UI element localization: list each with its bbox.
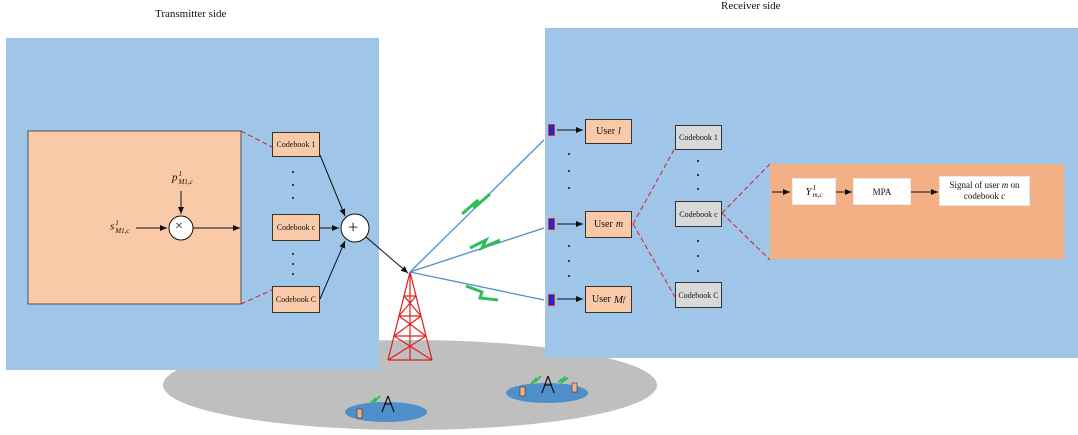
ellipsis-dot [292,263,294,265]
transmitter-title: Transmitter side [155,8,227,20]
user-device-icon [548,218,555,230]
multiply-symbol: × [175,219,183,234]
ellipsis-dot [292,171,294,173]
mpa-box: MPA [853,178,911,205]
ellipsis-dot [292,184,294,186]
rx-codebook-c: Codebook c [675,201,722,227]
user-m-box: User m [585,211,632,238]
ellipsis-dot [697,255,699,257]
tx-codebook-c: Codebook c [272,214,320,241]
ellipsis-dot [697,188,699,190]
small-cell-left [345,395,427,422]
ellipsis-dot [568,170,570,172]
wireless-links [409,139,545,302]
ellipsis-dot [697,174,699,176]
rx-codebook-1: Codebook 1 [675,125,722,150]
small-cell-right [506,375,588,403]
rx-codebook-C: Codebook C [675,282,722,308]
sum-circle [340,213,370,243]
ellipsis-dot [568,260,570,262]
ellipsis-dot [697,240,699,242]
user-device-icon [548,294,555,306]
user-l-box: User l [585,119,632,144]
ellipsis-dot [568,275,570,277]
output-signal-box: Signal of user m on codebook c [939,176,1030,206]
ellipsis-dot [697,160,699,162]
ellipsis-dot [568,245,570,247]
zoom-line-bottom [240,289,273,305]
modulation-box [27,130,242,305]
tx-codebook-1: Codebook 1 [272,132,320,157]
ellipsis-dot [292,253,294,255]
ellipsis-dot [568,153,570,155]
receiver-title: Receiver side [721,0,781,12]
ellipsis-dot [292,273,294,275]
ellipsis-dot [292,197,294,199]
sum-symbol: + [348,217,359,237]
user-device-icon [548,124,555,136]
base-station-tower [387,271,433,361]
tx-codebook-C: Codebook C [272,286,320,313]
ellipsis-dot [568,187,570,189]
zoom-line-top [240,130,273,148]
ellipsis-dot [697,270,699,272]
